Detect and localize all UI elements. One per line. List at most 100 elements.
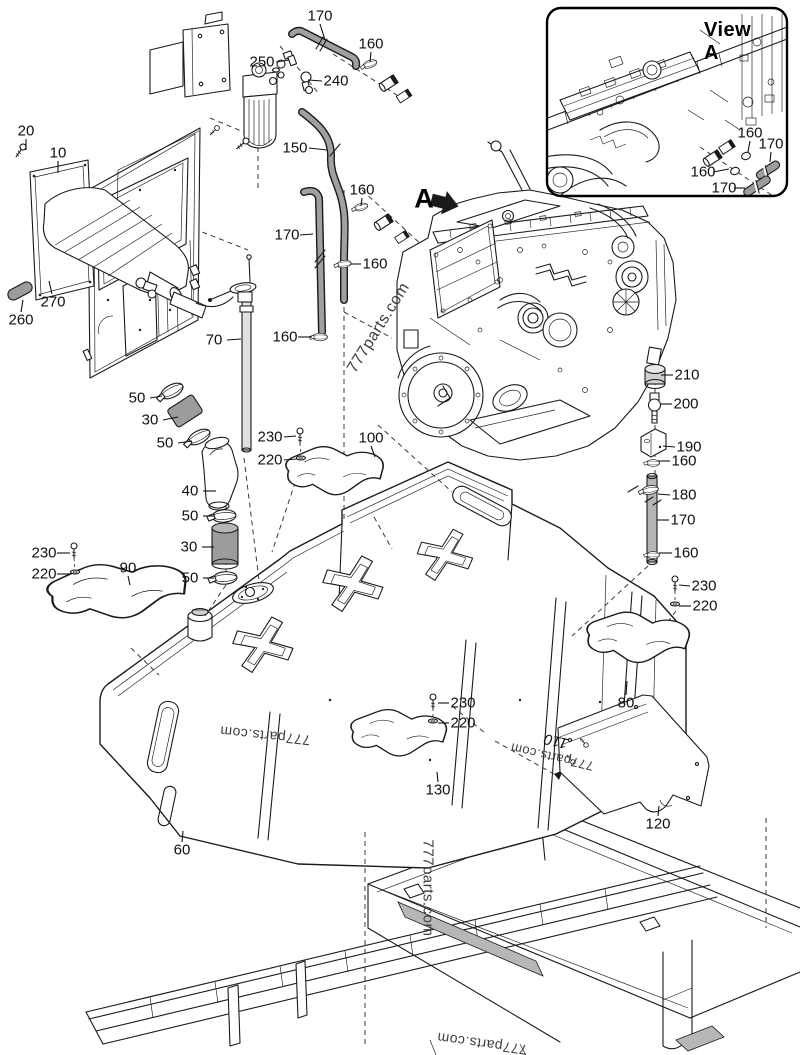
view-a-title: View A — [704, 19, 752, 64]
leader-line-170 — [769, 151, 772, 163]
part-callout-170: 170 — [670, 511, 696, 529]
fuel-sender — [232, 582, 274, 604]
part-callout-160: 160 — [362, 255, 388, 273]
part-callout-260: 260 — [8, 311, 34, 329]
part-callout-170: 170 — [274, 226, 300, 244]
leader-lines-layer — [20, 23, 772, 843]
leader-line-60 — [181, 830, 184, 843]
leader-line-30 — [162, 416, 179, 421]
leader-line-70 — [226, 338, 242, 341]
vent-tube-column-drawing — [627, 363, 667, 566]
leader-line-120 — [657, 805, 660, 817]
part-callout-160: 160 — [737, 124, 763, 142]
part-callout-200: 200 — [673, 395, 699, 413]
part-callout-230: 230 — [31, 544, 57, 562]
part-callout-160: 160 — [671, 452, 697, 470]
part-callout-160: 160 — [673, 544, 699, 562]
part-callout-90: 90 — [119, 559, 137, 577]
part-callout-180: 180 — [671, 486, 697, 504]
leader-line-90 — [127, 575, 131, 586]
view-direction-arrow-icon — [429, 191, 459, 215]
leader-line-260 — [20, 299, 24, 313]
part-callout-50: 50 — [156, 434, 174, 452]
part-callout-30: 30 — [180, 538, 198, 556]
leader-line-160 — [360, 197, 363, 207]
part-callout-60: 60 — [173, 841, 191, 859]
fitting-200 — [647, 392, 662, 424]
suction-tube-drawing — [208, 254, 257, 453]
watermark: 777parts.com — [419, 839, 437, 937]
bracket-90 — [42, 557, 192, 624]
leader-line-100 — [370, 445, 376, 458]
part-callout-220: 220 — [692, 597, 718, 615]
leader-line-240 — [307, 79, 323, 82]
leader-line-130 — [436, 771, 439, 783]
cap-210 — [644, 363, 666, 390]
part-callout-30: 30 — [141, 411, 159, 429]
engine-drawing — [396, 140, 677, 461]
part-callout-20: 20 — [17, 122, 35, 140]
leader-line-170 — [319, 23, 326, 41]
part-callout-100: 100 — [358, 429, 384, 447]
leader-line-180 — [657, 493, 671, 496]
fitting-250 — [271, 50, 298, 73]
part-callout-120: 120 — [645, 815, 671, 833]
leader-line-230 — [678, 584, 691, 587]
view-a-inset — [545, 6, 789, 198]
part-callout-50: 50 — [128, 389, 146, 407]
fitting-240 — [300, 71, 314, 95]
part-callout-250: 250 — [249, 53, 275, 71]
tube-170-180 — [646, 475, 658, 563]
part-callout-230: 230 — [257, 428, 283, 446]
part-callout-170: 170 — [307, 7, 333, 25]
leader-line-160 — [369, 51, 372, 63]
part-callout-10: 10 — [49, 144, 67, 162]
leader-line-150 — [308, 147, 328, 151]
view-a-engine-drawing — [547, 14, 787, 196]
leader-line-160 — [712, 168, 730, 173]
part-callout-210: 210 — [674, 366, 700, 384]
screw-20 — [13, 142, 28, 160]
part-callout-70: 70 — [205, 331, 223, 349]
connector-fitting — [378, 74, 399, 92]
part-callout-160: 160 — [349, 181, 375, 199]
leader-line-250 — [275, 59, 290, 63]
part-callout-170: 170 — [711, 179, 737, 197]
pin-260 — [7, 281, 33, 301]
connector-fitting — [394, 230, 410, 244]
part-callout-270: 270 — [40, 293, 66, 311]
fuel-lines-drawing — [288, 26, 413, 342]
part-callout-230: 230 — [450, 694, 476, 712]
part-callout-50: 50 — [181, 507, 199, 525]
part-callout-130: 130 — [425, 781, 451, 799]
part-callout-190: 190 — [676, 438, 702, 456]
part-callout-240: 240 — [323, 72, 349, 90]
part-callout-40: 40 — [181, 482, 199, 500]
part-callout-220: 220 — [31, 565, 57, 583]
leader-line-50 — [177, 440, 193, 444]
filler-neck — [187, 607, 213, 642]
view-a-inset-border — [545, 6, 789, 198]
part-callout-80: 80 — [617, 694, 635, 712]
part-callout-170: 170 — [758, 135, 784, 153]
leader-line-80 — [625, 680, 628, 696]
chassis-frame-drawing — [85, 811, 800, 1055]
fuel-filter-assembly-drawing — [149, 11, 314, 152]
leader-line-160 — [747, 140, 751, 153]
view-direction-label: A — [414, 183, 434, 214]
leader-line-220 — [283, 458, 298, 461]
part-callout-160: 160 — [272, 328, 298, 346]
bracket-190 — [640, 428, 667, 458]
part-callout-160: 160 — [690, 163, 716, 181]
bracket-100 — [283, 444, 385, 497]
part-callout-160: 160 — [358, 35, 384, 53]
leader-line-270 — [48, 280, 53, 295]
leader-line-170 — [299, 233, 314, 236]
connector-fitting — [373, 213, 394, 231]
fitting-270 — [135, 277, 158, 299]
connector-fitting — [395, 88, 413, 104]
leader-line-190 — [662, 445, 676, 448]
part-callout-150: 150 — [282, 139, 308, 157]
